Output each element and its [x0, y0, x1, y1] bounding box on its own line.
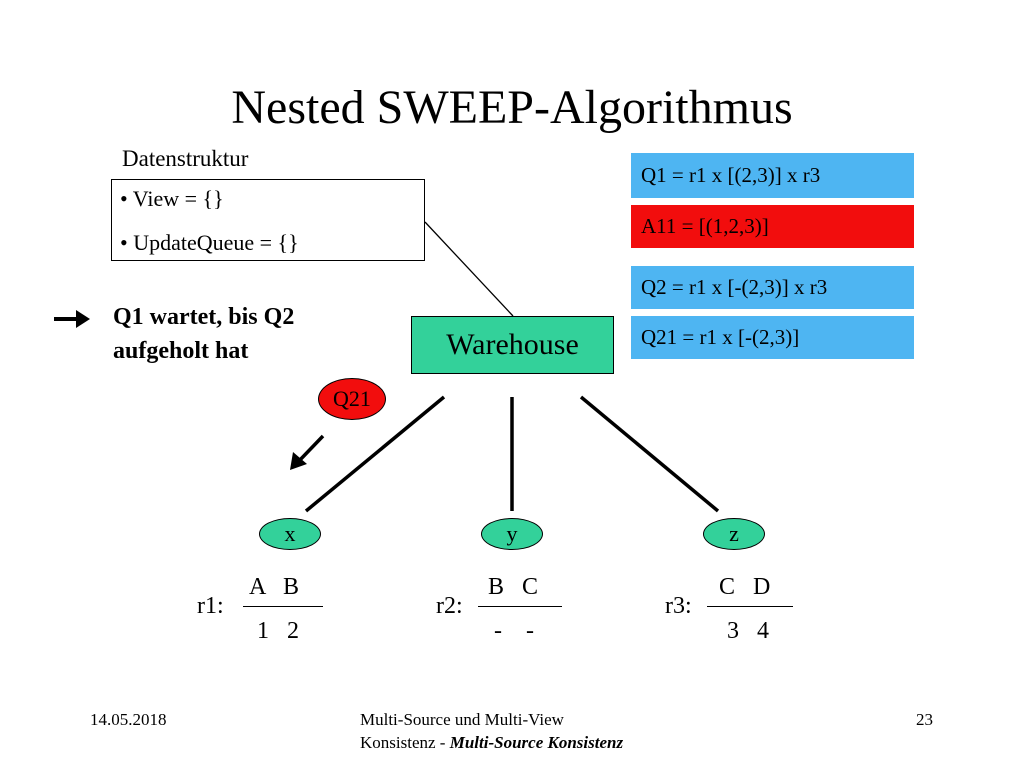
datastructure-view-item: • View = {}	[120, 186, 224, 211]
relation-name: r3:	[665, 593, 692, 619]
node-x: x	[259, 518, 321, 550]
footer-title-italic: Multi-Source Konsistenz	[449, 733, 624, 752]
relation-values: 1 2	[257, 618, 299, 644]
relation-values: - -	[494, 618, 534, 644]
query-q21-box: Q21 = r1 x [-(2,3)]	[631, 316, 914, 359]
q21-badge: Q21	[318, 378, 386, 420]
relation-headers: B C	[488, 574, 539, 600]
node-y: y	[481, 518, 543, 550]
right-arrow-icon	[54, 310, 90, 328]
warehouse-to-z-line	[579, 395, 720, 513]
relation-divider	[707, 606, 793, 607]
relation-headers: C D	[719, 574, 771, 600]
relation-values: 3 4	[727, 618, 769, 644]
page-number: 23	[916, 710, 933, 729]
page-title: Nested SWEEP-Algorithmus	[231, 81, 793, 134]
footer-title: Multi-Source und Multi-View Konsistenz -…	[360, 708, 623, 754]
query-q1-box: Q1 = r1 x [(2,3)] x r3	[631, 153, 914, 198]
datastructure-box: • View = {} • UpdateQueue = {}	[111, 179, 425, 261]
note-text: Q1 wartet, bis Q2 aufgeholt hat	[113, 304, 295, 364]
warehouse-box: Warehouse	[411, 316, 614, 374]
datastructure-updatequeue-item: • UpdateQueue = {}	[120, 230, 299, 255]
footer-title-line1: Multi-Source und Multi-View	[360, 710, 564, 729]
relation-divider	[478, 606, 562, 607]
relation-divider	[243, 606, 323, 607]
node-z: z	[703, 518, 765, 550]
query-q2-box: Q2 = r1 x [-(2,3)] x r3	[631, 266, 914, 309]
relation-name: r1:	[197, 593, 224, 619]
down-left-arrow-icon	[290, 434, 325, 470]
warehouse-to-x-line	[304, 395, 446, 513]
answer-a11-box: A11 = [(1,2,3)]	[631, 205, 914, 248]
relation-headers: A B	[249, 574, 300, 600]
datastructure-label: Datenstruktur	[122, 146, 249, 171]
footer-date: 14.05.2018	[90, 710, 167, 729]
relation-name: r2:	[436, 593, 463, 619]
footer-title-line2: Konsistenz - Multi-Source Konsistenz	[360, 731, 623, 754]
datastructure-to-warehouse-line	[424, 221, 514, 317]
footer-title-prefix: Konsistenz -	[360, 733, 450, 752]
